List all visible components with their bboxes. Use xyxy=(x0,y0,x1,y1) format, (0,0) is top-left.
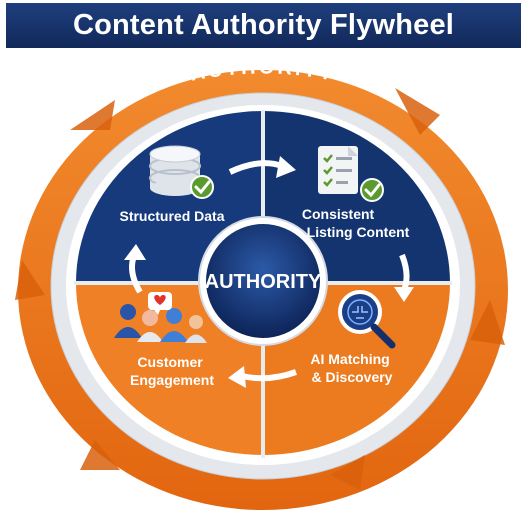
label-consistent-listing-line-2: Listing Content xyxy=(307,224,410,240)
flow-arrow-bottom-head xyxy=(228,366,246,388)
page-title: Content Authority Flywheel xyxy=(72,9,455,41)
label-customer-engagement-line-2: Engagement xyxy=(130,372,214,388)
flow-arrow-top-head xyxy=(276,156,296,178)
label-structured-data-line-1: Structured Data xyxy=(119,208,224,224)
ring-arrow-left xyxy=(15,260,45,300)
ring-arrow-bottom-left xyxy=(80,440,120,470)
label-ai-matching: AI Matching & Discovery xyxy=(310,351,393,385)
ring-arrow-top-right xyxy=(395,88,440,135)
flow-arrow-bottom xyxy=(241,369,298,382)
ring-arrow-top-left xyxy=(70,100,115,130)
flow-arrow-top xyxy=(228,160,284,175)
hub xyxy=(206,224,320,338)
flow-arrow-right-head xyxy=(394,287,414,302)
ring-arrows xyxy=(15,88,505,490)
flow-arrow-left-head xyxy=(124,244,146,260)
hub-label: AUTHORITY xyxy=(205,271,322,293)
label-consistent-listing-line-1: Consistent xyxy=(302,206,375,222)
ai-search-icon xyxy=(338,290,396,349)
title-banner: Content Authority Flywheel xyxy=(6,3,521,48)
flow-arrows xyxy=(124,156,414,388)
label-ai-matching-line-1: AI Matching xyxy=(310,351,389,367)
label-customer-engagement: Customer Engagement xyxy=(130,354,214,388)
label-consistent-listing: Consistent Listing Content xyxy=(302,206,410,240)
database-check-icon xyxy=(149,145,214,199)
ring-arrow-bottom-right xyxy=(330,455,365,490)
ring-arrow-right xyxy=(470,300,505,345)
label-customer-engagement-line-1: Customer xyxy=(137,354,203,370)
label-structured-data: Structured Data xyxy=(119,208,224,224)
document-checklist-icon xyxy=(318,146,384,202)
people-heart-icon xyxy=(114,292,207,343)
label-ai-matching-line-2: & Discovery xyxy=(312,369,393,385)
